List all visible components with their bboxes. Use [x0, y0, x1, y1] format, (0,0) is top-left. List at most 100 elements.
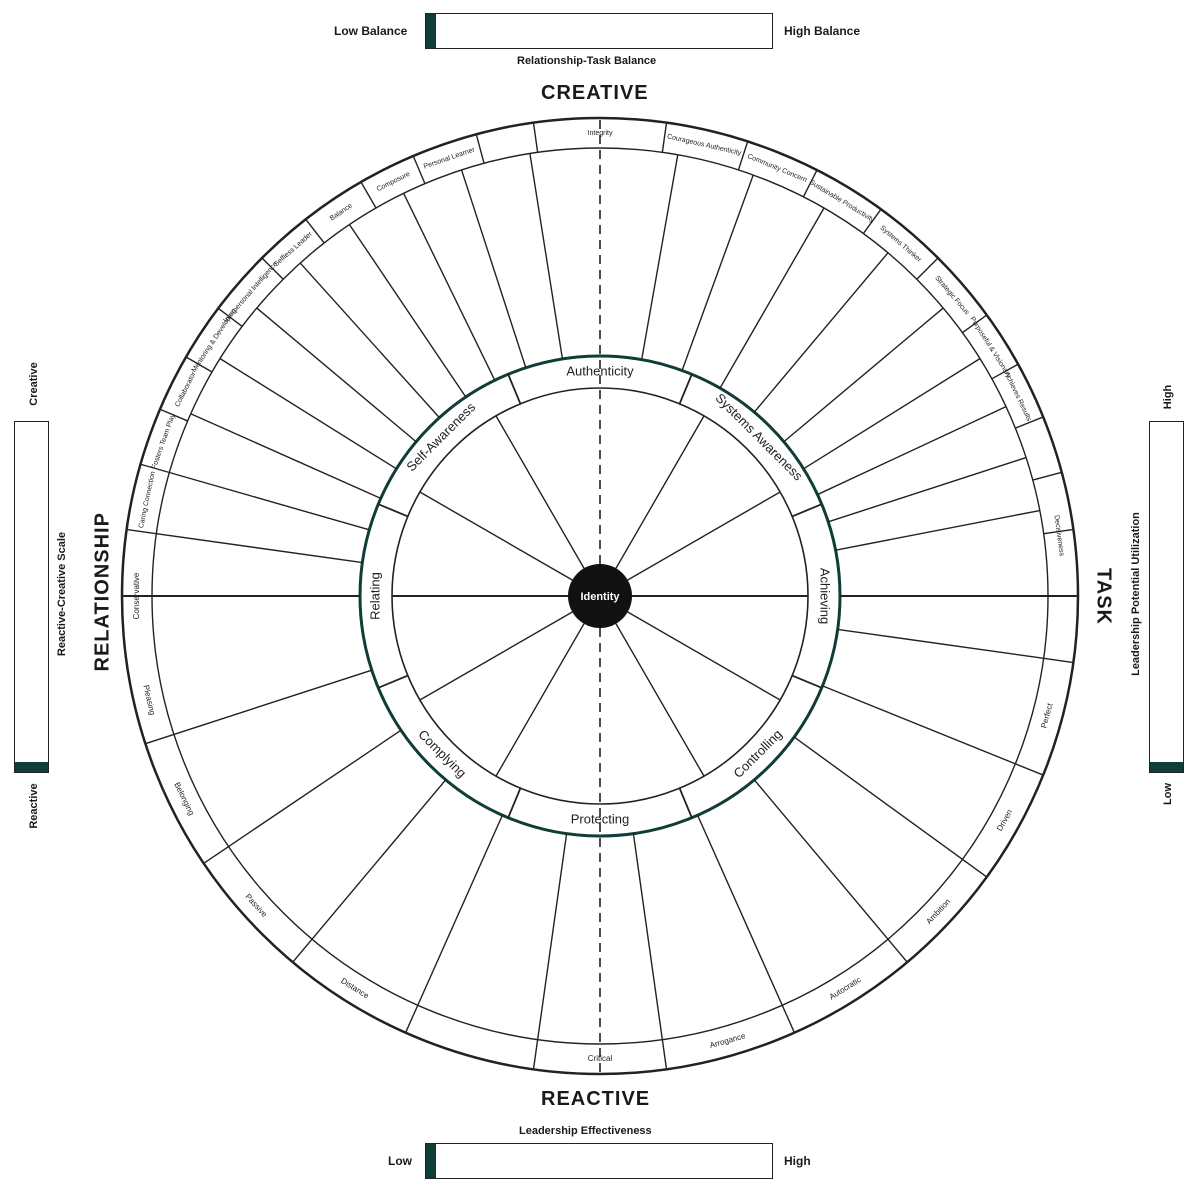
- dimension-spoke: [835, 509, 1040, 551]
- title-relationship: RELATIONSHIP: [91, 512, 114, 672]
- right-scale-bottom-label: Low: [1162, 783, 1174, 805]
- outer-label-creative-task: Purposeful & Visionary: [968, 316, 1012, 380]
- dimension-spoke: [173, 669, 372, 736]
- left-scale-caption: Reactive-Creative Scale: [56, 531, 68, 657]
- outer-label-reactive-relationship: Passive: [243, 892, 269, 919]
- outer-label-reactive-task: Perfect: [1039, 702, 1054, 730]
- reactive-creative-scale-bar: [14, 421, 49, 773]
- outer-label-creative-task: Achieves Results: [1003, 371, 1033, 423]
- outer-band-divider: [862, 208, 882, 234]
- bottom-scale-caption: Leadership Effectiveness: [519, 1125, 652, 1137]
- relationship-task-balance-fill: [426, 14, 437, 48]
- outer-band-divider: [305, 218, 325, 244]
- outer-band-divider: [887, 938, 908, 963]
- left-scale-top-label: Creative: [28, 362, 40, 406]
- outer-band-divider: [661, 1039, 668, 1070]
- outer-band-divider: [185, 356, 213, 373]
- outer-label-reactive-task: Arrogance: [709, 1031, 747, 1050]
- dimension-spoke: [348, 224, 467, 398]
- relationship-task-balance-bar: [425, 13, 773, 49]
- outer-band-divider: [991, 363, 1019, 380]
- dimension-spoke: [822, 685, 1016, 765]
- outer-label-reactive-relationship: Belonging: [172, 781, 196, 817]
- dimension-spoke: [536, 833, 568, 1040]
- hub-spoke: [627, 491, 781, 581]
- dimension-spoke: [640, 154, 679, 360]
- outer-band-divider: [962, 314, 988, 334]
- outer-band-divider: [140, 463, 170, 474]
- outer-band-divider: [532, 122, 539, 153]
- inner-ring-label: Achieving: [818, 568, 833, 624]
- dimension-spoke: [299, 262, 440, 419]
- inner-ring-label: Protecting: [571, 811, 630, 826]
- outer-label-reactive-relationship: Conservative: [132, 572, 141, 619]
- outer-band-divider: [126, 528, 157, 535]
- top-scale-high-label: High Balance: [784, 24, 861, 38]
- inner-ring-label: Relating: [367, 572, 382, 620]
- dimension-spoke: [681, 174, 754, 371]
- outer-band-divider: [916, 257, 939, 280]
- outer-label-creative-relationship: Composure: [376, 171, 412, 193]
- dimension-spoke: [753, 779, 889, 940]
- outer-band-divider: [159, 408, 188, 422]
- dimension-spoke: [783, 307, 944, 443]
- hub-spoke: [615, 415, 705, 569]
- leadership-effectiveness-bar: [425, 1143, 773, 1179]
- inner-ring-label: Systems Awareness: [713, 390, 807, 484]
- outer-label-reactive-task: Driven: [995, 808, 1014, 833]
- inner-ring-divider: [377, 503, 409, 518]
- outer-label-creative-relationship: Collaborator: [174, 370, 198, 408]
- dimension-spoke: [696, 814, 783, 1006]
- dimension-spoke: [837, 628, 1044, 660]
- outer-band-divider: [1043, 528, 1074, 535]
- outer-label-creative-relationship: Integrity: [588, 130, 613, 137]
- inner-ring-divider: [507, 373, 522, 405]
- top-scale-caption: Relationship-Task Balance: [517, 55, 657, 67]
- outer-band-divider: [145, 733, 175, 745]
- outer-band-divider: [292, 938, 313, 963]
- bottom-scale-high-label: High: [784, 1154, 811, 1168]
- dimension-spoke: [460, 169, 527, 368]
- outer-label-creative-relationship: Balance: [329, 202, 354, 222]
- outer-band-divider: [781, 1004, 796, 1033]
- hub-spoke: [615, 623, 705, 777]
- outer-band-divider: [1015, 416, 1044, 429]
- dimension-spoke: [817, 406, 1007, 496]
- dimension-spoke: [828, 456, 1027, 523]
- inner-ring-divider: [377, 674, 409, 689]
- outer-label-creative-task: Systems Thinker: [878, 225, 923, 265]
- dimension-spoke: [803, 358, 981, 470]
- hub-spoke: [495, 415, 585, 569]
- identity-hub: [568, 564, 632, 628]
- outer-band-divider: [1015, 763, 1044, 776]
- inner-ring-divider: [678, 373, 693, 405]
- outer-band-divider: [203, 845, 229, 864]
- leadership-potential-utilization-bar: [1149, 421, 1184, 773]
- leadership-potential-utilization-fill: [1150, 761, 1183, 772]
- dimension-spoke: [632, 833, 664, 1040]
- bottom-scale-low-label: Low: [388, 1154, 412, 1168]
- outer-band-divider: [1032, 471, 1062, 481]
- dimension-spoke: [219, 358, 397, 470]
- dimension-spoke: [753, 252, 889, 413]
- outer-band-divider: [802, 169, 818, 198]
- left-scale-bottom-label: Reactive: [28, 783, 40, 829]
- dimension-spoke: [793, 736, 963, 860]
- leadership-effectiveness-fill: [426, 1144, 437, 1178]
- inner-ring-divider: [678, 787, 693, 819]
- dimension-spoke: [169, 471, 370, 531]
- hub-spoke: [495, 623, 585, 777]
- outer-band-divider: [261, 257, 284, 280]
- outer-band-divider: [475, 134, 485, 164]
- outer-label-reactive-relationship: Pleasing: [141, 684, 157, 716]
- dimension-spoke: [190, 413, 382, 500]
- dimension-spoke: [256, 307, 417, 443]
- outer-band-divider: [360, 181, 377, 209]
- outer-label-creative-relationship: Caring Connection: [138, 471, 157, 529]
- top-scale-low-label: Low Balance: [334, 24, 408, 38]
- outer-label-creative-task: Strategic Focus: [933, 275, 970, 317]
- right-scale-caption: Leadership Potential Utilization: [1130, 512, 1142, 676]
- title-creative: CREATIVE: [541, 82, 649, 104]
- outer-band-divider: [661, 122, 668, 153]
